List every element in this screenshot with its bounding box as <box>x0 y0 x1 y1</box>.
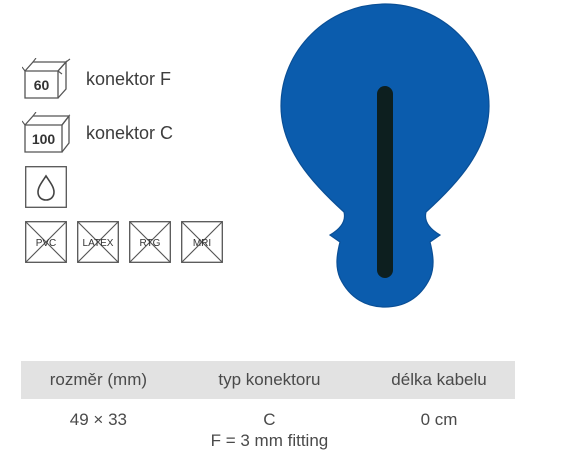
header-size: rozměr (mm) <box>21 361 176 399</box>
cable-value: 0 cm <box>420 410 458 429</box>
gel-strip <box>377 86 393 278</box>
box-icon: 60 <box>22 58 71 99</box>
connector-value: C <box>263 410 276 429</box>
free-of-markers: PVC LATEX RTG MRI <box>25 221 233 263</box>
no-rtg-icon: RTG <box>129 221 171 263</box>
cell-size: 49 × 33 <box>21 399 176 451</box>
spec-table: rozměr (mm) typ konektoru délka kabelu 4… <box>21 361 515 451</box>
packaging-row-60: 60 konektor F <box>22 58 171 100</box>
pack-label: konektor C <box>86 122 174 143</box>
size-value: 49 × 33 <box>69 410 127 429</box>
header-connector: typ konektoru <box>175 361 364 399</box>
cell-cable: 0 cm <box>363 399 515 451</box>
pack-label: konektor F <box>86 68 172 89</box>
electrode-illustration <box>280 3 490 308</box>
no-mri-icon: MRI <box>181 221 223 263</box>
waterproof-indicator <box>25 166 67 213</box>
free-of-label: RTG <box>140 238 161 249</box>
free-of-label: MRI <box>193 238 211 249</box>
connector-note: F = 3 mm fitting <box>210 431 329 450</box>
no-latex-icon: LATEX <box>77 221 119 263</box>
pack-count: 100 <box>32 131 56 147</box>
packaging-row-100: 100 konektor C <box>22 112 173 154</box>
free-of-label: LATEX <box>83 238 114 249</box>
spec-table-header: rozměr (mm) typ konektoru délka kabelu <box>21 361 515 399</box>
box-icon: 100 <box>22 112 71 153</box>
pack-count: 60 <box>34 77 50 93</box>
free-of-label: PVC <box>36 238 57 249</box>
table-row: 49 × 33 C F = 3 mm fitting 0 cm <box>21 399 515 451</box>
water-drop-icon <box>25 166 67 208</box>
header-cable: délka kabelu <box>363 361 515 399</box>
no-pvc-icon: PVC <box>25 221 67 263</box>
cell-connector: C F = 3 mm fitting <box>176 399 363 451</box>
